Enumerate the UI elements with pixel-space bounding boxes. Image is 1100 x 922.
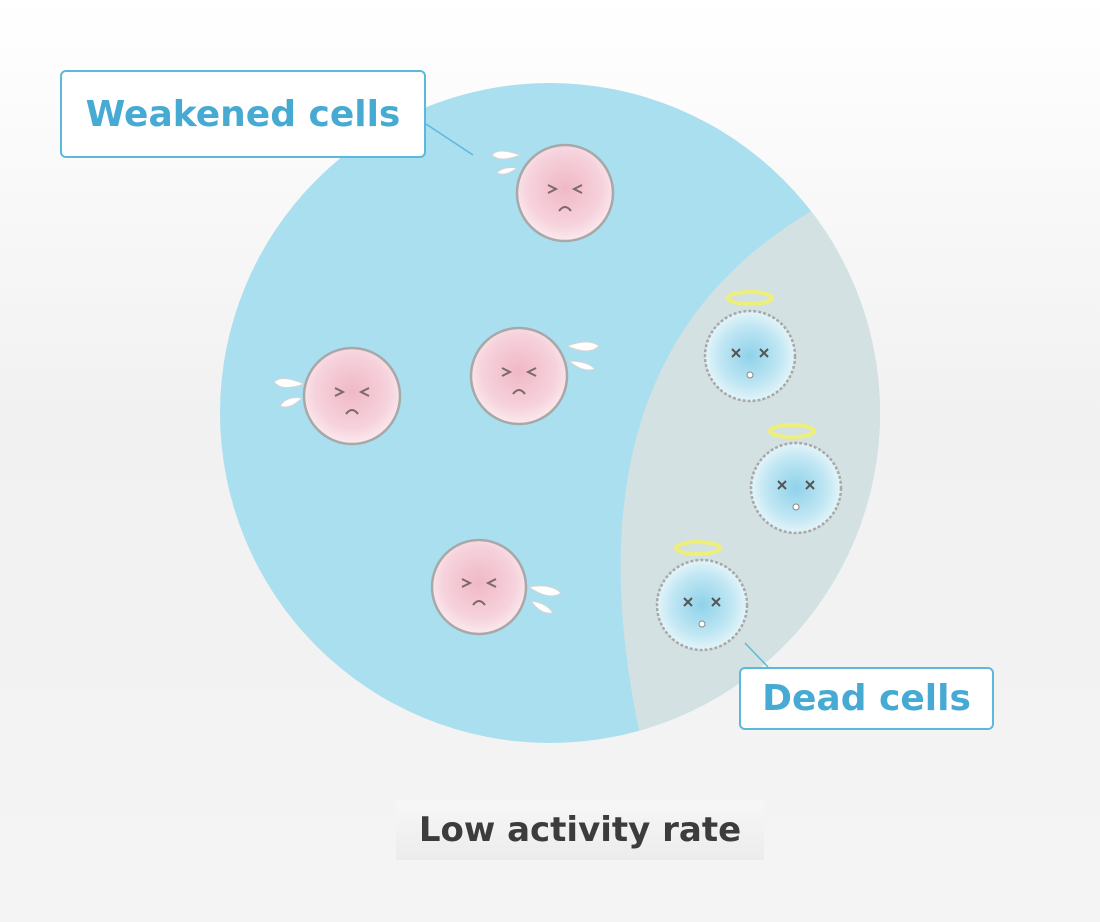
- dead-cell-icon: [703, 290, 797, 403]
- weakened-cell-icon: [273, 346, 402, 446]
- weakened-cell-icon: [430, 538, 562, 636]
- caption: Low activity rate: [396, 800, 764, 860]
- weakened-cell-icon: [491, 143, 615, 243]
- weakened-cells-label: Weakened cells: [60, 70, 426, 158]
- halo-icon: [674, 540, 722, 556]
- dead-cell-icon: [655, 540, 749, 652]
- dead-cells-label: Dead cells: [739, 667, 994, 730]
- weakened-cell-icon: [469, 326, 600, 426]
- dead-leader-line: [744, 642, 769, 668]
- weakened-leader-line: [425, 123, 474, 156]
- halo-icon: [768, 423, 816, 439]
- halo-icon: [726, 290, 774, 306]
- dead-cell-icon: [749, 423, 843, 535]
